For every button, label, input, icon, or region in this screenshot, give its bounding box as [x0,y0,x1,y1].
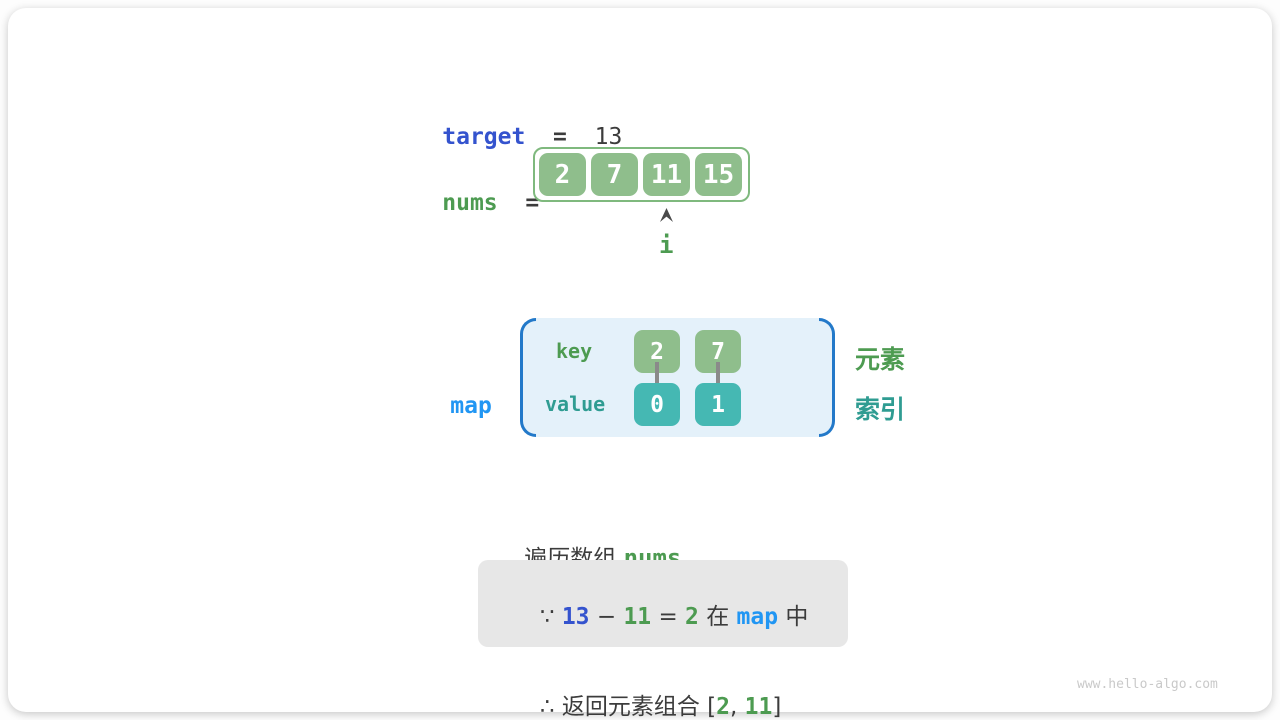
difference-ref: 2 [685,604,699,630]
current-num-ref: 11 [623,604,652,630]
map-value-cell: 0 [634,383,680,426]
therefore-symbol: ∴ [539,694,562,720]
target-equals: = [525,123,595,150]
map-bracket-right [819,318,835,437]
result-a: 2 [716,694,730,720]
map-key-row-label: key [556,339,593,363]
key-to-value-arrow [716,362,720,396]
element-label: 元素 [855,345,906,374]
map-value-row-label: value [545,392,606,416]
nums-array-cell: 15 [695,153,742,196]
map-keyword: map [450,392,492,419]
nums-expression: nums = [413,162,539,245]
map-expression: map = [421,365,533,448]
equals-sign: = [651,604,686,630]
return-text: 返回元素组合 [ [561,694,717,720]
watermark: www.hello-algo.com [1077,677,1218,692]
map-container: key value 2 7 0 1 [520,318,835,437]
conclusion-box: ∵ 13 − 11 = 2 在 map 中 ∴ 返回元素组合 [2, 11] [478,560,848,720]
nums-array-cell: 7 [591,153,638,196]
target-keyword: target [442,123,526,150]
nums-array-cell: 11 [643,153,690,196]
zhong-text: 中 [778,604,809,630]
conclusion-line-1: ∵ 13 − 11 = 2 在 map 中 [496,572,830,662]
map-keyword-ref: map [736,604,779,630]
target-value-ref: 13 [561,604,590,630]
in-text: 在 [698,604,737,630]
nums-array-cell: 2 [539,153,586,196]
comma: , [729,694,745,720]
key-to-value-arrow [655,362,659,396]
nums-array: 2 7 11 15 [533,147,750,202]
nums-keyword: nums [442,189,498,216]
target-expression: target = 13 [413,96,622,179]
conclusion-line-2: ∴ 返回元素组合 [2, 11] [496,662,830,720]
result-b: 11 [744,694,773,720]
minus-sign: − [589,604,624,630]
index-label: 索引 [855,395,906,424]
because-symbol: ∵ [539,604,562,630]
closing-bracket: ] [772,694,782,720]
target-value: 13 [594,123,623,150]
index-pointer-label: i [659,231,674,259]
map-bracket-left [520,318,536,437]
map-key-cell: 7 [695,330,741,373]
map-value-cell: 1 [695,383,741,426]
